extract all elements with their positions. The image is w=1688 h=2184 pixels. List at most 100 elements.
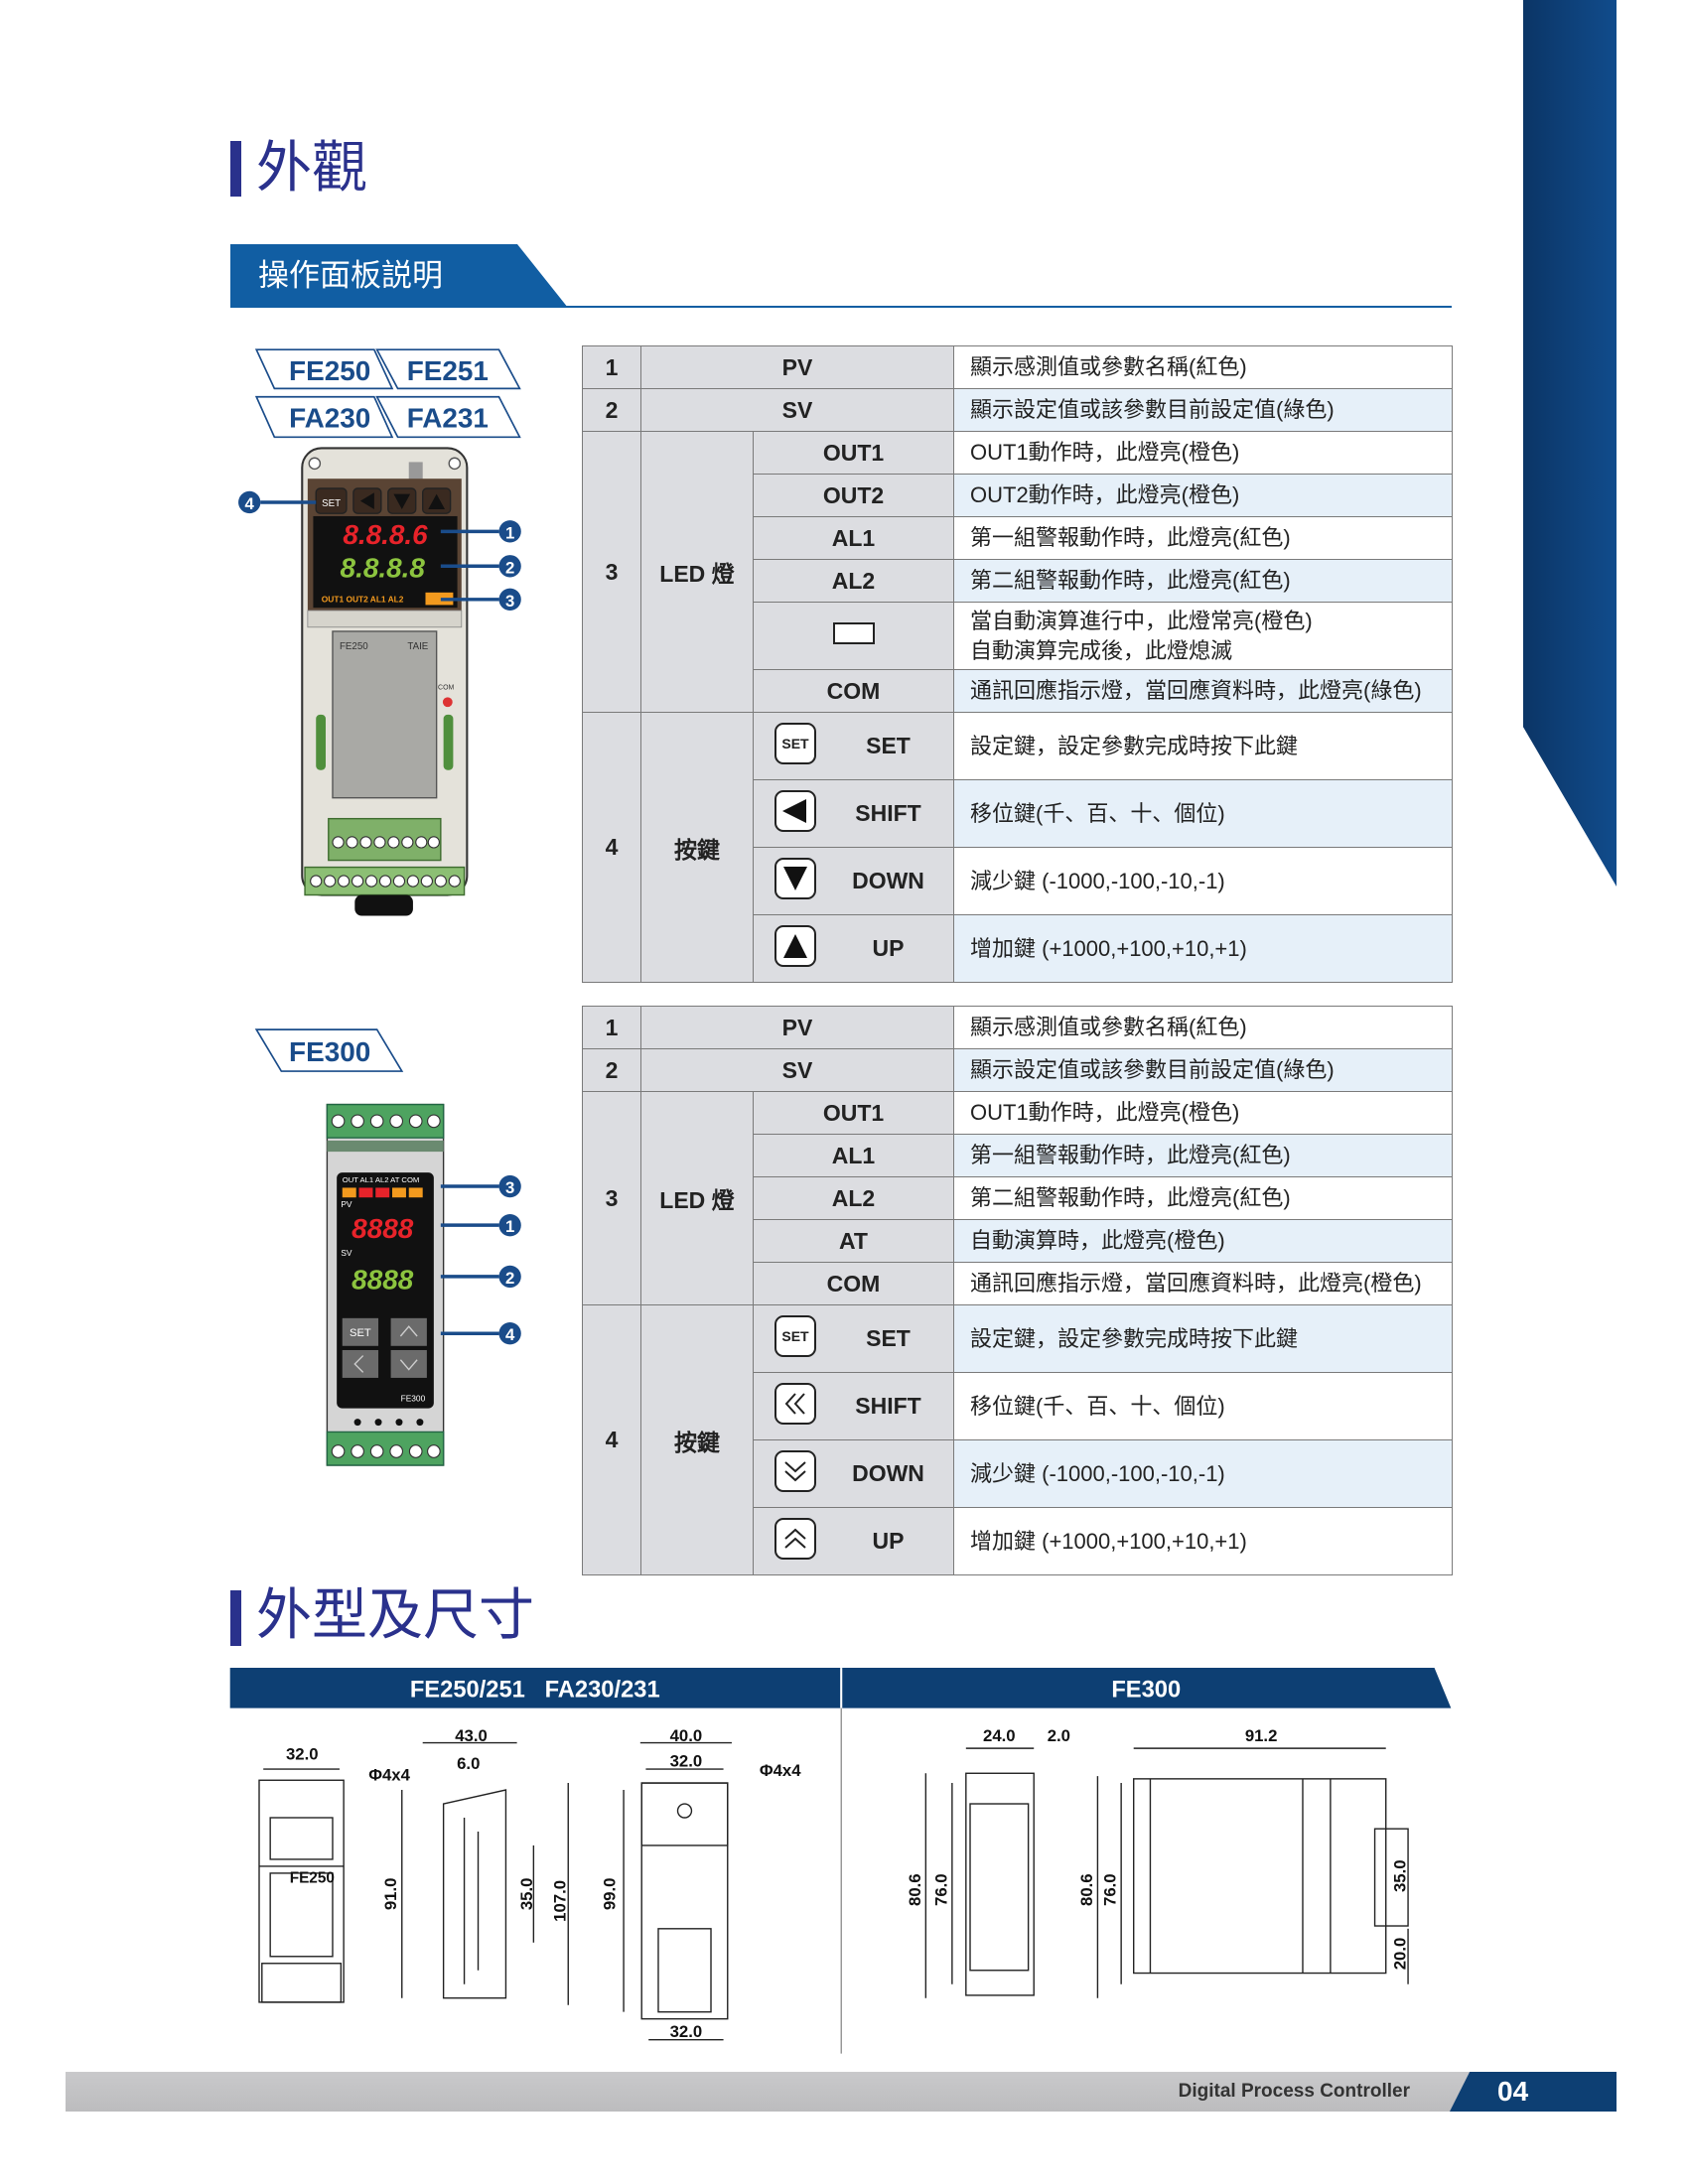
footer-bar: [66, 2072, 1476, 2112]
svg-text:2.0: 2.0: [1048, 1726, 1070, 1745]
group-label-led: LED 燈: [640, 1091, 754, 1305]
svg-text:1: 1: [505, 523, 514, 542]
led-name: OUT2: [753, 474, 954, 517]
svg-text:35.0: 35.0: [1390, 1859, 1409, 1892]
led-name: AL2: [753, 559, 954, 603]
led-description: 當自動演算進行中，此燈常亮(橙色) 自動演算完成後，此燈熄滅: [953, 602, 1453, 670]
row-number: 2: [582, 1048, 641, 1092]
svg-text:32.0: 32.0: [670, 1751, 703, 1770]
svg-text:8888: 8888: [352, 1264, 414, 1295]
led-description: 第二組警報動作時，此燈亮(紅色): [953, 559, 1453, 603]
key-description: 增加鍵 (+1000,+100,+10,+1): [953, 914, 1453, 983]
svg-text:8.8.8.6: 8.8.8.6: [343, 519, 428, 550]
row-number: 3: [582, 431, 641, 713]
section-banner-panel: 操作面板説明: [230, 244, 568, 308]
key-name: SET: [866, 1325, 911, 1351]
dimension-drawing-fe250: [258, 1741, 732, 2041]
svg-text:43.0: 43.0: [455, 1726, 488, 1745]
svg-text:35.0: 35.0: [517, 1878, 536, 1911]
led-description: OUT1動作時，此燈亮(橙色): [953, 431, 1453, 475]
svg-text:99.0: 99.0: [601, 1878, 620, 1911]
group-label-keys: 按鍵: [640, 1304, 754, 1575]
dimension-labels-fe300: 24.0 2.0 91.2 80.6 76.0 80.6 76.0 35.0 2…: [906, 1726, 1409, 1970]
callout-3: 3: [498, 588, 521, 611]
key-cell: DOWN: [753, 847, 954, 915]
set-key-icon: SET: [774, 722, 817, 771]
svg-text:SV: SV: [341, 1248, 352, 1258]
heading-dimensions: 外型及尺寸: [256, 1583, 534, 1648]
svg-text:OUT AL1 AL2 AT COM: OUT AL1 AL2 AT COM: [343, 1175, 420, 1184]
led-description: 第一組警報動作時，此燈亮(紅色): [953, 516, 1453, 560]
row-number: 4: [582, 712, 641, 983]
led-description: 通訊回應指示燈，當回應資料時，此燈亮(綠色): [953, 669, 1453, 713]
triangle-down-key-icon: [774, 857, 817, 906]
svg-text:80.6: 80.6: [906, 1873, 924, 1906]
svg-text:40.0: 40.0: [670, 1726, 703, 1745]
svg-text:FA231: FA231: [407, 402, 489, 433]
key-cell: UP: [753, 914, 954, 983]
svg-text:FE300: FE300: [289, 1036, 370, 1067]
svg-text:SET: SET: [350, 1327, 371, 1339]
svg-text:1: 1: [505, 1217, 514, 1236]
svg-text:2: 2: [505, 1269, 514, 1288]
table-row: UP 增加鍵 (+1000,+100,+10,+1): [583, 914, 1453, 983]
row-number: 2: [582, 388, 641, 432]
led-name: AT: [753, 1219, 954, 1263]
led-description: 自動演算時，此燈亮(橙色): [953, 1219, 1453, 1263]
led-name: COM: [753, 1262, 954, 1305]
group-label-led: LED 燈: [640, 431, 754, 713]
svg-text:COM: COM: [438, 685, 454, 692]
led-description: OUT1動作時，此燈亮(橙色): [953, 1091, 1453, 1135]
key-cell: SHIFT: [753, 1372, 954, 1440]
chevron-double-down-key-icon: [774, 1449, 817, 1499]
led-name: AL1: [753, 1134, 954, 1177]
svg-text:107.0: 107.0: [550, 1880, 569, 1922]
side-accent-bar: [1523, 0, 1617, 887]
svg-text:SET: SET: [781, 736, 809, 751]
group-label-keys: 按鍵: [640, 712, 754, 983]
callout-2: 2: [498, 555, 521, 578]
callout-2: 2: [498, 1265, 521, 1289]
key-name: DOWN: [852, 868, 924, 893]
key-shift: SHIFT: [754, 1382, 953, 1432]
svg-text:FE300: FE300: [401, 1394, 426, 1404]
table-row: DOWN 減少鍵 (-1000,-100,-10,-1): [583, 847, 1453, 915]
svg-text:Φ4x4: Φ4x4: [760, 1761, 801, 1780]
dimension-drawing-fe300: [924, 1747, 1409, 1998]
key-shift: SHIFT: [754, 789, 953, 839]
svg-text:FA230: FA230: [289, 402, 370, 433]
svg-text:FE250: FE250: [289, 355, 370, 386]
svg-text:80.6: 80.6: [1077, 1873, 1096, 1906]
key-description: 減少鍵 (-1000,-100,-10,-1): [953, 847, 1453, 915]
key-name: SET: [866, 733, 911, 758]
item-description: 顯示感測值或參數名稱(紅色): [953, 345, 1453, 389]
item-name: SV: [640, 1048, 954, 1092]
key-name: UP: [872, 935, 905, 961]
callout-3: 3: [498, 1174, 521, 1198]
row-number: 3: [582, 1091, 641, 1305]
led-description: 通訊回應指示燈，當回應資料時，此燈亮(橙色): [953, 1262, 1453, 1305]
model-label-fa230: FA230: [254, 395, 394, 439]
svg-text:76.0: 76.0: [931, 1873, 950, 1906]
svg-text:PV: PV: [341, 1199, 352, 1209]
svg-text:8888: 8888: [352, 1213, 414, 1244]
callout-1: 1: [498, 1213, 521, 1237]
key-down: DOWN: [754, 857, 953, 906]
svg-text:OUT1 OUT2 AL1 AL2: OUT1 OUT2 AL1 AL2: [322, 595, 404, 605]
key-up: UP: [754, 1517, 953, 1567]
svg-text:FE250: FE250: [290, 1870, 335, 1887]
item-description: 顯示設定值或該參數目前設定值(綠色): [953, 388, 1453, 432]
key-down: DOWN: [754, 1449, 953, 1499]
svg-text:32.0: 32.0: [670, 2022, 703, 2041]
key-name: UP: [872, 1528, 905, 1554]
svg-text:91.2: 91.2: [1245, 1726, 1278, 1745]
callout-4: 4: [498, 1322, 521, 1345]
